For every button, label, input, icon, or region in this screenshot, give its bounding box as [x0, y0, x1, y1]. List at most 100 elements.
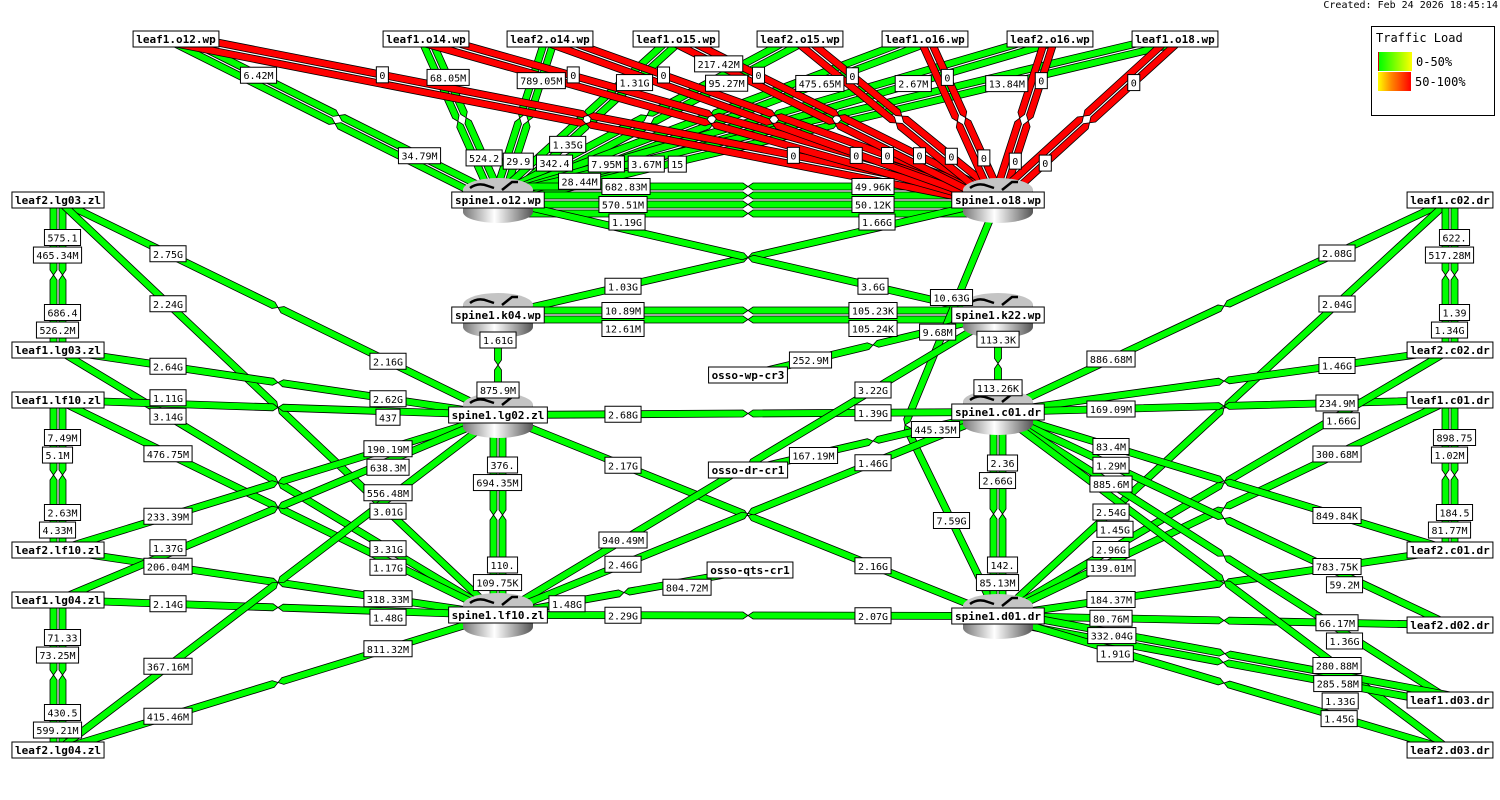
node-label[interactable]: leaf2.d03.dr [1406, 741, 1494, 759]
node-leaf1.o16.wp[interactable]: leaf1.o16.wp [881, 30, 969, 48]
node-label[interactable]: spine1.lg02.zl [448, 406, 548, 424]
node-label[interactable]: osso-wp-cr3 [708, 366, 788, 384]
link-label: 285.58M [1313, 675, 1363, 693]
node-label[interactable]: leaf1.d03.dr [1406, 691, 1494, 709]
svg-text:2.67M: 2.67M [898, 80, 928, 91]
node-label[interactable]: leaf1.c02.dr [1406, 191, 1494, 209]
node-label[interactable]: leaf2.c01.dr [1406, 541, 1494, 559]
node-label[interactable]: leaf2.o15.wp [756, 30, 844, 48]
node-osso-dr-cr1[interactable]: osso-dr-cr1 [707, 461, 789, 479]
node-leaf2.o15.wp[interactable]: leaf2.o15.wp [756, 30, 844, 48]
node-spine1.d01.dr[interactable]: spine1.d01.dr [951, 594, 1045, 639]
node-spine1.o18.wp[interactable]: spine1.o18.wp [951, 178, 1045, 223]
svg-text:1.34G: 1.34G [1434, 326, 1464, 337]
node-leaf1.lg03.zl[interactable]: leaf1.lg03.zl [11, 341, 105, 359]
link-label: 0 [940, 68, 954, 86]
node-spine1.lf10.zl[interactable]: spine1.lf10.zl [448, 593, 548, 638]
node-label[interactable]: leaf2.lg03.zl [11, 191, 105, 209]
node-label[interactable]: leaf2.lf10.zl [11, 541, 105, 559]
svg-text:1.61G: 1.61G [483, 336, 513, 347]
svg-text:81.77M: 81.77M [1431, 526, 1467, 537]
node-label[interactable]: leaf1.lg04.zl [11, 591, 105, 609]
node-osso-wp-cr3[interactable]: osso-wp-cr3 [708, 366, 788, 384]
link-leaf2.lg04.zl-spine1.lf10.zl[interactable] [56, 611, 500, 754]
node-leaf1.lg04.zl[interactable]: leaf1.lg04.zl [11, 591, 105, 609]
svg-text:10.63G: 10.63G [933, 294, 969, 305]
link-label: 0 [375, 66, 389, 84]
node-label[interactable]: leaf1.lg03.zl [11, 341, 105, 359]
link-spine1.k04.wp-spine1.k22.wp[interactable] [497, 315, 999, 324]
link-spine1.lf10.zl-spine1.d01.dr[interactable] [497, 611, 999, 620]
node-label[interactable]: leaf1.o12.wp [132, 30, 220, 48]
node-label[interactable]: leaf2.lg04.zl [11, 741, 105, 759]
link-spine1.lg02.zl-spine1.c01.dr[interactable] [497, 408, 999, 419]
node-label[interactable]: leaf1.o18.wp [1131, 30, 1219, 48]
node-leaf1.c01.dr[interactable]: leaf1.c01.dr [1406, 391, 1494, 409]
node-leaf2.o14.wp[interactable]: leaf2.o14.wp [506, 30, 594, 48]
svg-text:1.66G: 1.66G [862, 218, 892, 229]
node-osso-qts-cr1[interactable]: osso-qts-cr1 [706, 561, 794, 579]
svg-text:1.33G: 1.33G [1325, 697, 1355, 708]
node-leaf2.lg04.zl[interactable]: leaf2.lg04.zl [11, 741, 105, 759]
svg-text:spine1.lg02.zl: spine1.lg02.zl [452, 409, 545, 422]
node-label[interactable]: osso-dr-cr1 [707, 461, 789, 479]
svg-text:898.75: 898.75 [1436, 434, 1472, 445]
node-label[interactable]: spine1.o12.wp [451, 191, 545, 209]
node-leaf2.d02.dr[interactable]: leaf2.d02.dr [1406, 616, 1494, 634]
link-label: 1.39G [854, 404, 892, 422]
link-spine1.k04.wp-spine1.k22.wp[interactable] [497, 306, 999, 315]
link-label: 1.66G [1322, 412, 1360, 430]
node-leaf1.c02.dr[interactable]: leaf1.c02.dr [1406, 191, 1494, 209]
svg-text:1.19G: 1.19G [612, 218, 642, 229]
node-spine1.o12.wp[interactable]: spine1.o12.wp [451, 178, 545, 223]
node-label[interactable]: leaf2.o14.wp [506, 30, 594, 48]
link-spine1.d01.dr-leaf2.c02.dr[interactable] [995, 346, 1453, 620]
node-leaf2.o16.wp[interactable]: leaf2.o16.wp [1006, 30, 1094, 48]
node-label[interactable]: spine1.c01.dr [951, 403, 1045, 421]
node-label[interactable]: spine1.d01.dr [951, 607, 1045, 625]
node-label[interactable]: leaf1.o14.wp [382, 30, 470, 48]
link-label: 28.44M [558, 172, 602, 190]
node-leaf1.o15.wp[interactable]: leaf1.o15.wp [632, 30, 720, 48]
svg-text:2.24G: 2.24G [153, 300, 183, 311]
node-label[interactable]: leaf1.o15.wp [632, 30, 720, 48]
node-leaf1.o14.wp[interactable]: leaf1.o14.wp [382, 30, 470, 48]
link-label: 332.04G [1087, 627, 1137, 645]
svg-text:7.49M: 7.49M [47, 434, 77, 445]
node-leaf1.d03.dr[interactable]: leaf1.d03.dr [1406, 691, 1494, 709]
node-label[interactable]: leaf2.o16.wp [1006, 30, 1094, 48]
link-label: 167.19M [788, 447, 839, 464]
node-label[interactable]: spine1.o18.wp [951, 191, 1045, 209]
link-label: 445.35M [910, 421, 961, 438]
link-label: 0 [912, 147, 927, 165]
node-leaf1.lf10.zl[interactable]: leaf1.lf10.zl [11, 391, 105, 409]
node-label[interactable]: leaf1.lf10.zl [11, 391, 105, 409]
node-spine1.lg02.zl[interactable]: spine1.lg02.zl [448, 393, 548, 438]
link-label: 7.95M [587, 155, 625, 173]
node-leaf2.c02.dr[interactable]: leaf2.c02.dr [1406, 341, 1494, 359]
link-spine1.o12.wp-spine1.o18.wp[interactable] [497, 200, 999, 209]
svg-text:570.51M: 570.51M [602, 201, 644, 212]
node-leaf1.o18.wp[interactable]: leaf1.o18.wp [1131, 30, 1219, 48]
svg-text:2.68G: 2.68G [608, 410, 638, 421]
node-leaf2.d03.dr[interactable]: leaf2.d03.dr [1406, 741, 1494, 759]
node-label[interactable]: osso-qts-cr1 [706, 561, 794, 579]
node-leaf2.lf10.zl[interactable]: leaf2.lf10.zl [11, 541, 105, 559]
link-spine1.d01.dr-leaf1.d03.dr[interactable] [996, 616, 1451, 709]
svg-text:leaf1.lg03.zl: leaf1.lg03.zl [15, 344, 101, 357]
node-label[interactable]: leaf1.o16.wp [881, 30, 969, 48]
node-leaf2.lg03.zl[interactable]: leaf2.lg03.zl [11, 191, 105, 209]
node-label[interactable]: leaf2.c02.dr [1406, 341, 1494, 359]
link-spine1.c01.dr-leaf2.d02.dr[interactable] [995, 408, 1453, 629]
node-label[interactable]: spine1.k22.wp [951, 306, 1045, 324]
node-leaf2.c01.dr[interactable]: leaf2.c01.dr [1406, 541, 1494, 559]
node-label[interactable]: spine1.k04.wp [451, 306, 545, 324]
svg-text:811.32M: 811.32M [367, 645, 409, 656]
node-label[interactable]: leaf1.c01.dr [1406, 391, 1494, 409]
node-spine1.k04.wp[interactable]: spine1.k04.wp [451, 293, 545, 338]
node-label[interactable]: spine1.lf10.zl [448, 606, 548, 624]
node-leaf1.o12.wp[interactable]: leaf1.o12.wp [132, 30, 220, 48]
link-spine1.c01.dr-leaf1.c02.dr[interactable] [995, 196, 1453, 416]
node-label[interactable]: leaf2.d02.dr [1406, 616, 1494, 634]
svg-text:6.42M: 6.42M [243, 71, 273, 82]
